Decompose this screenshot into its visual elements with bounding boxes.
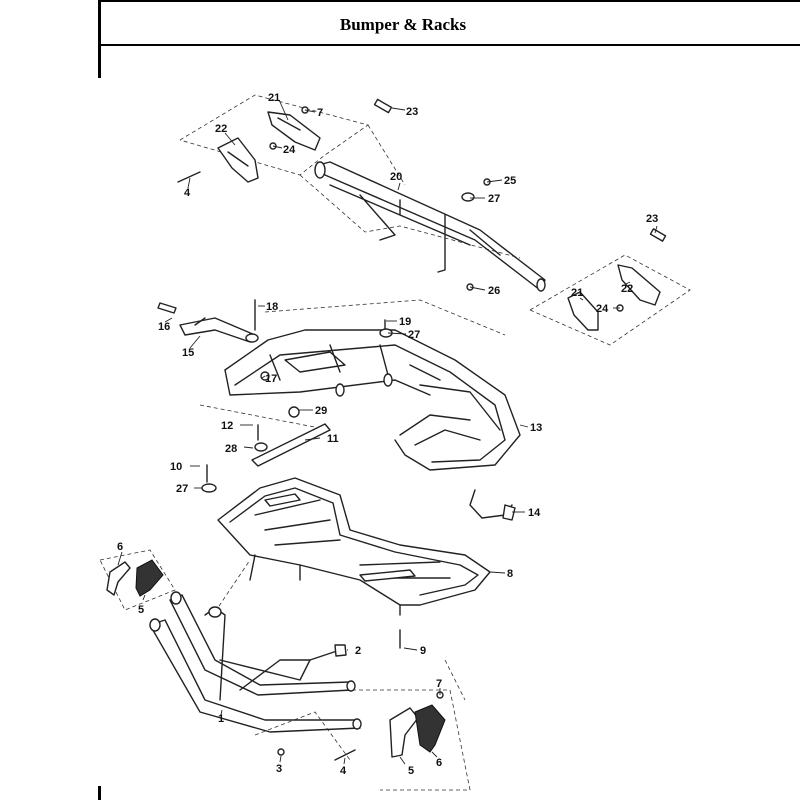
callout-18: 18	[266, 301, 278, 313]
dashed-group-outlines	[99, 94, 691, 791]
leader-lines	[117, 101, 658, 765]
callout-7b: 7	[436, 678, 442, 690]
callout-24b: 24	[596, 303, 609, 315]
rear-bumper-bar	[314, 161, 546, 292]
rear-brackets-right	[567, 228, 667, 331]
fasteners	[177, 106, 624, 761]
callout-23a: 23	[406, 106, 418, 118]
callout-7a: 7	[317, 107, 323, 119]
callout-6a: 6	[117, 541, 123, 553]
rear-brackets-left	[217, 98, 393, 183]
callout-26: 26	[488, 285, 500, 297]
callout-5a: 5	[138, 604, 144, 616]
front-rack	[217, 477, 491, 616]
frame-top-border	[98, 0, 800, 2]
rack-handle-14	[469, 489, 516, 521]
callout-11: 11	[327, 433, 339, 445]
callout-27b: 27	[408, 329, 420, 341]
callout-20: 20	[390, 171, 402, 183]
callout-21a: 21	[268, 92, 280, 104]
callout-13: 13	[530, 422, 542, 434]
callout-19: 19	[399, 316, 411, 328]
front-bumper	[149, 591, 362, 733]
frame-left-border-bottom	[98, 786, 101, 800]
title-divider	[98, 44, 800, 46]
callout-12: 12	[221, 420, 233, 432]
callout-16: 16	[158, 321, 170, 333]
callout-6b: 6	[436, 757, 442, 769]
rack-strap-11	[251, 423, 331, 467]
callout-14: 14	[528, 507, 541, 519]
callout-23b: 23	[646, 213, 658, 225]
callout-4a: 4	[184, 187, 191, 199]
callout-15: 15	[182, 347, 194, 359]
page-title: Bumper & Racks	[339, 15, 467, 34]
callout-2: 2	[355, 645, 361, 657]
callout-25: 25	[504, 175, 516, 187]
callout-8: 8	[507, 568, 513, 580]
callout-22a: 22	[215, 123, 227, 135]
rack-bracket-15	[157, 302, 256, 343]
frame-left-border	[98, 0, 101, 78]
callout-28: 28	[225, 443, 237, 455]
rear-rack	[224, 329, 521, 471]
callout-27a: 27	[488, 193, 500, 205]
callout-10: 10	[170, 461, 182, 473]
callout-27c: 27	[176, 483, 188, 495]
callout-labels: 21 7 23 22 24 4 20 25 27 26 23 21 22 24 …	[117, 92, 658, 777]
callout-22b: 22	[621, 283, 633, 295]
callout-24a: 24	[283, 144, 296, 156]
bumper-guards	[106, 559, 446, 758]
callout-17: 17	[265, 373, 277, 385]
callout-29: 29	[315, 405, 327, 417]
callout-4b: 4	[340, 765, 347, 777]
callout-9: 9	[420, 645, 426, 657]
callout-5b: 5	[408, 765, 414, 777]
callout-21b: 21	[571, 287, 583, 299]
callout-3: 3	[276, 763, 282, 775]
callout-1: 1	[218, 713, 224, 725]
